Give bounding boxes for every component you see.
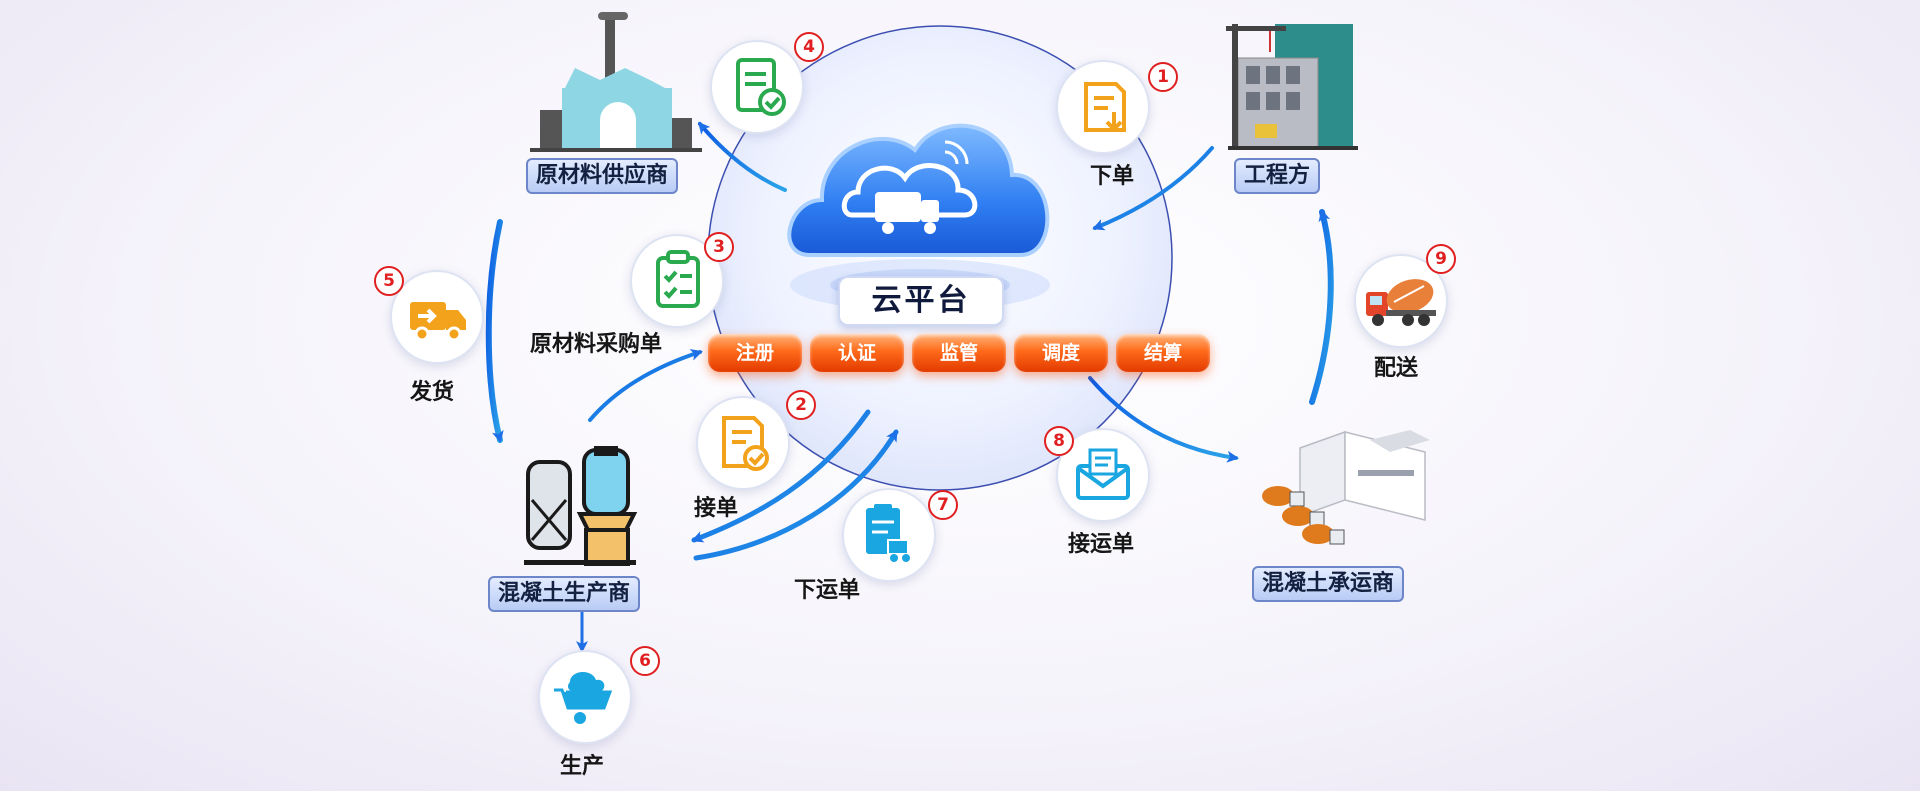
arrow-carrier-to-project [1309, 209, 1334, 405]
waybill-truck-icon [866, 504, 910, 562]
order-download-icon [1084, 82, 1126, 132]
step6-circle [538, 650, 632, 744]
step6-number: 6 [630, 646, 660, 676]
step4-circle [710, 40, 804, 134]
mixer-truck-group [1262, 486, 1345, 545]
cloud-platform-icon [787, 123, 1050, 257]
supervise-button[interactable]: 监管 [912, 334, 1006, 372]
step1-number: 1 [1148, 62, 1178, 92]
envelope-icon [1076, 448, 1130, 500]
certify-button[interactable]: 认证 [810, 334, 904, 372]
step9-label: 配送 [1374, 356, 1419, 381]
register-button[interactable]: 注册 [708, 334, 802, 372]
project-building-icon [1226, 24, 1358, 150]
supplier-label: 原材料供应商 [526, 158, 679, 194]
project-label: 工程方 [1234, 158, 1321, 194]
step8-label: 接运单 [1068, 532, 1135, 557]
arrow-project-to-platform [1092, 146, 1214, 231]
arrow-producer-to-platform-waybill [693, 429, 899, 561]
checklist-icon [656, 250, 700, 308]
step5-circle [390, 270, 484, 364]
step9-circle [1354, 254, 1448, 348]
step1-label: 下单 [1090, 164, 1135, 189]
order-accept-icon [722, 416, 769, 471]
step3-label: 原材料采购单 [530, 332, 663, 357]
step2-circle [696, 396, 790, 490]
concrete-mixer-truck-icon [1366, 279, 1436, 326]
arrow-platform-to-supplier [698, 121, 787, 192]
carrier-label: 混凝土承运商 [1252, 566, 1405, 602]
dispatch-button[interactable]: 调度 [1014, 334, 1108, 372]
platform-title: 云平台 [838, 276, 1004, 326]
supplier-factory-icon [530, 12, 702, 152]
step1-circle [1056, 60, 1150, 154]
arrow-producer-to-platform [588, 349, 703, 422]
producer-plant-icon [524, 446, 638, 566]
step4-number: 4 [794, 32, 824, 62]
step7-number: 7 [928, 490, 958, 520]
arrow-platform-to-carrier [1088, 376, 1239, 463]
arrow-supplier-to-producer [485, 219, 504, 443]
settle-button[interactable]: 结算 [1116, 334, 1210, 372]
wheelbarrow-icon [554, 671, 613, 724]
step3-number: 3 [704, 232, 734, 262]
step5-label: 发货 [410, 380, 455, 405]
arrow-platform-to-producer [691, 409, 871, 543]
step7-circle [842, 488, 936, 582]
document-check-icon [736, 58, 786, 116]
step9-number: 9 [1426, 244, 1456, 274]
step8-number: 8 [1044, 426, 1074, 456]
step6-label: 生产 [560, 754, 605, 779]
producer-label: 混凝土生产商 [488, 576, 641, 612]
carrier-depot-icon [1262, 430, 1430, 545]
delivery-truck-icon [410, 302, 466, 342]
step2-label: 接单 [694, 496, 739, 521]
step2-number: 2 [786, 390, 816, 420]
step7-label: 下运单 [794, 578, 861, 603]
step5-number: 5 [374, 266, 404, 296]
